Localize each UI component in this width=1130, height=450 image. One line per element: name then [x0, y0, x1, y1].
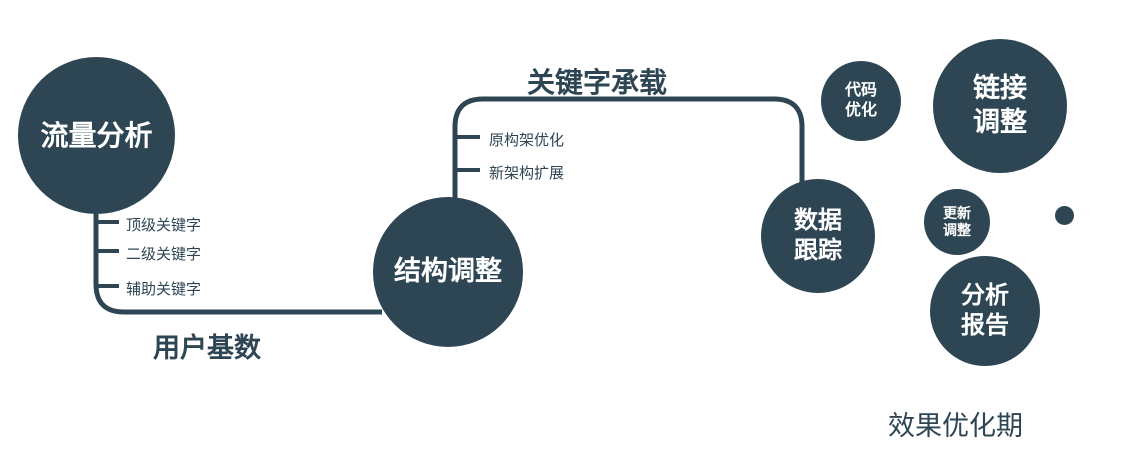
node-structure-adjustment-label: 结构调整	[394, 256, 502, 287]
keyword-connector	[452, 96, 805, 212]
node-code-optimization: 代码 优化	[821, 61, 901, 141]
node-analysis-report: 分析 报告	[930, 256, 1040, 366]
traffic-branch-label-auxiliary-keywords: 辅助关键字	[126, 281, 202, 298]
node-structure-adjustment: 结构调整	[373, 197, 523, 347]
node-link-adjustment: 链接 调整	[933, 39, 1067, 173]
stage-label-effect-optimization: 效果优化期	[888, 411, 1023, 441]
traffic-branch-label-secondary-keywords: 二级关键字	[126, 246, 202, 263]
node-code-optimization-label-line1: 代码	[844, 82, 877, 99]
node-link-adjustment-label-line1: 链接	[973, 73, 1027, 104]
edge-label-keyword-bearing: 关键字承载	[527, 67, 668, 98]
traffic-branch-label-top-keywords: 顶级关键字	[126, 217, 202, 234]
node-analysis-report-label-line2: 报告	[961, 312, 1009, 339]
structure-branch-label-original-framework: 原构架优化	[489, 132, 565, 149]
node-data-tracking: 数据 跟踪	[761, 179, 875, 293]
node-data-tracking-label-line1: 数据	[794, 207, 842, 234]
node-update-adjustment-label-line2: 调整	[943, 222, 971, 238]
node-link-adjustment-label-line2: 调整	[973, 107, 1027, 137]
node-code-optimization-label-line2: 优化	[844, 102, 877, 119]
node-analysis-report-label-line1: 分析	[961, 282, 1009, 309]
node-update-adjustment-label-line1: 更新	[943, 204, 971, 221]
node-traffic-analysis-label: 流量分析	[40, 120, 153, 151]
edge-label-user-base: 用户基数	[153, 333, 261, 363]
decorative-dot	[1055, 206, 1074, 225]
node-traffic-analysis: 流量分析	[18, 57, 175, 214]
structure-branch-label-new-framework: 新架构扩展	[489, 165, 565, 182]
node-update-adjustment: 更新 调整	[924, 189, 990, 255]
node-data-tracking-label-line2: 跟踪	[794, 237, 842, 264]
